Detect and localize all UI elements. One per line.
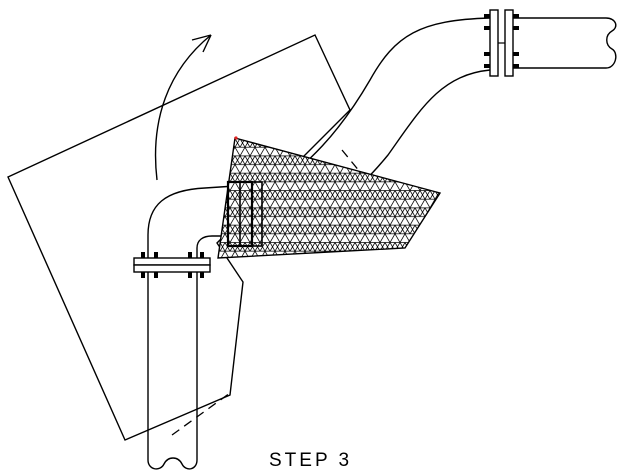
dashed-hidden-line [171, 392, 231, 436]
reference-marker [234, 136, 238, 140]
lower-pipe-flange [133, 252, 211, 278]
curved-arrow-icon [154, 34, 212, 181]
lower-vertical-pipe [147, 270, 198, 470]
hatched-section [217, 137, 442, 259]
lower-pipe-elbow [147, 185, 236, 258]
upper-pipe-flange [484, 9, 519, 77]
upper-horizontal-pipe [513, 17, 617, 69]
hidden-flange-outline [226, 180, 263, 248]
tilted-plate [7, 34, 351, 441]
step-caption: STEP 3 [269, 450, 352, 471]
